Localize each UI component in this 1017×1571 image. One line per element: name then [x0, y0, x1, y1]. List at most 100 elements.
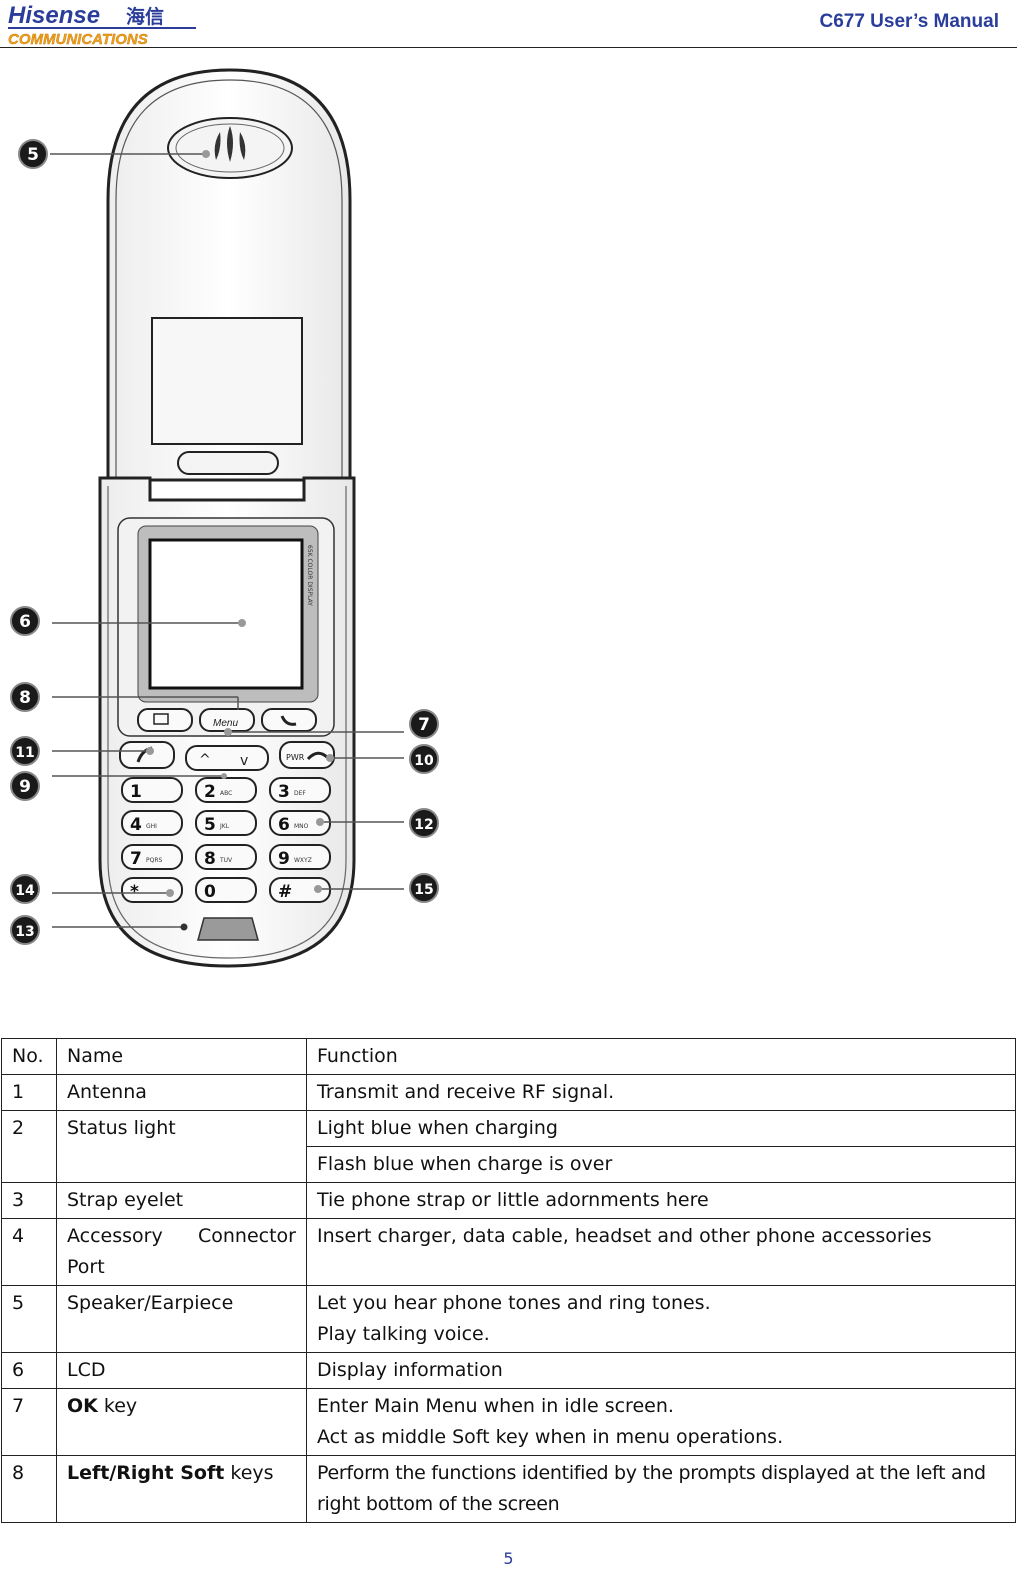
- keypad-digit: 3: [278, 782, 290, 802]
- callout-number: 8: [19, 688, 31, 708]
- cell-function: Light blue when charging: [306, 1110, 1016, 1147]
- cell-function: Let you hear phone tones and ring tones.…: [306, 1285, 1016, 1353]
- keypad-digit: 5: [204, 815, 216, 835]
- cell-no: 2: [1, 1110, 57, 1183]
- table-row: 1 Antenna Transmit and receive RF signal…: [1, 1074, 1016, 1111]
- callout-number: 15: [414, 882, 433, 898]
- callout-badge: [10, 771, 40, 801]
- cell-function: Flash blue when charge is over: [306, 1146, 1016, 1183]
- callout-number: 7: [418, 715, 430, 735]
- keypad-digit: *: [130, 882, 139, 902]
- name-rest: keys: [224, 1462, 274, 1484]
- table-header-row: No. Name Function: [1, 1038, 1016, 1075]
- cell-name: OK key: [56, 1388, 307, 1456]
- cell-no: 6: [1, 1352, 57, 1389]
- keypad-digit: 4: [130, 815, 142, 835]
- keypad-letters: MNO: [294, 823, 309, 830]
- cell-function: Enter Main Menu when in idle screen.Act …: [306, 1388, 1016, 1456]
- function-line: Let you hear phone tones and ring tones.: [317, 1292, 711, 1314]
- cell-name: Status light: [56, 1110, 307, 1183]
- cell-name: Speaker/Earpiece: [56, 1285, 307, 1353]
- svg-text:海信: 海信: [126, 5, 164, 28]
- hisense-logo: Hisense 海信 COMMUNICATIONS: [8, 2, 196, 46]
- keypad-key: [121, 844, 183, 870]
- function-line: Play talking voice.: [317, 1323, 490, 1345]
- table-row: 6 LCD Display information: [1, 1352, 1016, 1389]
- callout-badge: [409, 808, 439, 838]
- keypad-letters: PQRS: [146, 857, 163, 864]
- cell-function: Perform the functions identified by the …: [306, 1455, 1016, 1523]
- keypad-key: [121, 777, 183, 803]
- callout-badge: [409, 873, 439, 903]
- callout-badge: [10, 915, 40, 945]
- manual-title: C677 User’s Manual: [819, 11, 999, 32]
- svg-text:Menu: Menu: [213, 718, 238, 729]
- name-bold: OK: [67, 1395, 98, 1417]
- main-lcd: [148, 538, 304, 690]
- keypad-key: [195, 877, 257, 903]
- keypad-digit: 0: [204, 882, 216, 902]
- keypad-digit: 6: [278, 815, 290, 835]
- cell-name: LCD: [56, 1352, 307, 1389]
- keypad-letters: DEF: [294, 790, 306, 797]
- callout-badge: [18, 139, 48, 169]
- component-table: No. Name Function 1 Antenna Transmit and…: [1, 1038, 1016, 1523]
- keypad-key: [121, 810, 183, 836]
- cell-function: Transmit and receive RF signal.: [306, 1074, 1016, 1111]
- svg-text:Hisense: Hisense: [8, 2, 100, 29]
- cell-no: 8: [1, 1455, 57, 1523]
- callout-number: 11: [15, 745, 34, 761]
- keypad-key: [121, 877, 183, 903]
- table-row: 3 Strap eyelet Tie phone strap or little…: [1, 1182, 1016, 1219]
- outer-display: [151, 317, 303, 445]
- callout-number: 14: [15, 883, 35, 899]
- keypad-letters: TUV: [219, 857, 233, 864]
- cell-name: Accessory Connector Port: [56, 1218, 307, 1286]
- keypad-key: [269, 877, 331, 903]
- keypad-letters: JKL: [219, 823, 230, 830]
- callout-badge: [10, 874, 40, 904]
- page-number: 5: [503, 1549, 514, 1568]
- table-row: Flash blue when charge is over: [2, 1146, 1016, 1183]
- callout-badge: [409, 744, 439, 774]
- keypad-digit: #: [278, 882, 292, 902]
- callout-badge: [10, 682, 40, 712]
- keypad-key: [195, 844, 257, 870]
- cell-no: 5: [1, 1285, 57, 1353]
- keypad-letters: GHI: [146, 823, 157, 830]
- callout-number: 6: [19, 612, 31, 632]
- keypad-key: [269, 844, 331, 870]
- cell-function: Insert charger, data cable, headset and …: [306, 1218, 1016, 1286]
- header-name: Name: [56, 1038, 307, 1075]
- svg-text:PWR: PWR: [286, 753, 305, 762]
- cell-no: 4: [1, 1218, 57, 1286]
- header-function: Function: [306, 1038, 1016, 1075]
- cell-name: Strap eyelet: [56, 1182, 307, 1219]
- cell-no: 7: [1, 1388, 57, 1456]
- keypad-key: [269, 777, 331, 803]
- callout-number: 12: [414, 817, 433, 833]
- callout-number: 10: [414, 753, 434, 769]
- page-header: Hisense 海信 COMMUNICATIONS C677 User’s Ma…: [0, 0, 1017, 50]
- cell-no: 1: [1, 1074, 57, 1111]
- table-row: 4 Accessory Connector Port Insert charge…: [1, 1218, 1016, 1286]
- keypad-digit: 2: [204, 782, 216, 802]
- keypad-digit: 7: [130, 849, 142, 869]
- keypad-key: [195, 810, 257, 836]
- callout-number: 5: [27, 145, 39, 165]
- svg-text:COMMUNICATIONS: COMMUNICATIONS: [8, 31, 148, 46]
- cell-function: Tie phone strap or little adornments her…: [306, 1182, 1016, 1219]
- function-line: Act as middle Soft key when in menu oper…: [317, 1426, 784, 1448]
- name-bold: Left/Right Soft: [67, 1462, 225, 1484]
- header-no: No.: [1, 1038, 57, 1075]
- callout-badge: [10, 606, 40, 636]
- keypad-key: [269, 810, 331, 836]
- keypad-letters: WXYZ: [294, 857, 312, 864]
- table-row: 5 Speaker/Earpiece Let you hear phone to…: [1, 1285, 1016, 1353]
- callout-number: 9: [19, 777, 31, 797]
- cell-function: Display information: [306, 1352, 1016, 1389]
- cell-name: Left/Right Soft keys: [56, 1455, 307, 1523]
- keypad-digit: 9: [278, 849, 290, 869]
